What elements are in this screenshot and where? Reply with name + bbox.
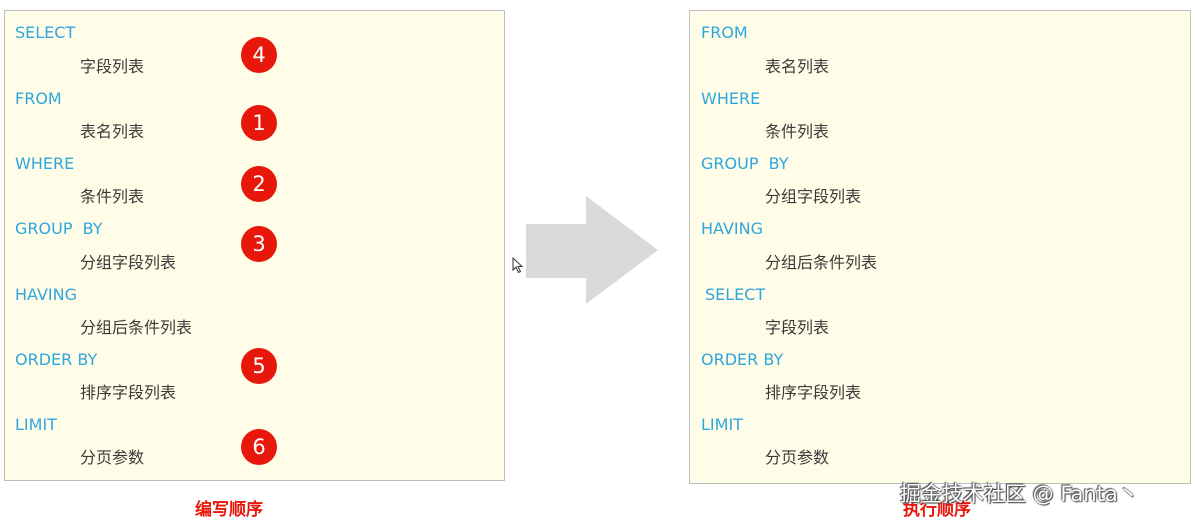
- writing-keyword-where: WHERE: [15, 154, 75, 173]
- writing-item-group-condition-list: 分组后条件列表: [80, 318, 193, 337]
- execution-keyword-from: FROM: [701, 23, 748, 42]
- order-badge: 5: [241, 348, 277, 384]
- order-badge: 4: [241, 37, 277, 73]
- execution-keyword-limit: LIMIT: [701, 415, 743, 434]
- order-badge: 3: [241, 226, 277, 262]
- order-badge: 2: [241, 166, 277, 202]
- writing-order-caption: 编写顺序: [195, 500, 263, 520]
- writing-item-page-params: 分页参数: [80, 448, 145, 467]
- execution-order-panel: FROM 表名列表 WHERE 条件列表 GROUP BY 分组字段列表 HAV…: [689, 10, 1191, 484]
- writing-keyword-group-by: GROUP BY: [15, 219, 103, 238]
- execution-item-page-params: 分页参数: [765, 448, 830, 467]
- writing-keyword-order-by: ORDER BY: [15, 350, 98, 369]
- execution-order-caption: 执行顺序: [903, 500, 971, 520]
- execution-item-table-list: 表名列表: [765, 57, 830, 76]
- execution-item-condition-list: 条件列表: [765, 122, 830, 141]
- execution-keyword-group-by: GROUP BY: [701, 154, 789, 173]
- order-badge: 1: [241, 105, 277, 141]
- execution-item-group-field-list: 分组字段列表: [765, 187, 862, 206]
- writing-keyword-select: SELECT: [15, 23, 76, 42]
- execution-item-field-list: 字段列表: [765, 318, 830, 337]
- execution-keyword-select: SELECT: [705, 285, 766, 304]
- execution-keyword-where: WHERE: [701, 89, 761, 108]
- writing-keyword-limit: LIMIT: [15, 415, 57, 434]
- execution-keyword-order-by: ORDER BY: [701, 350, 784, 369]
- writing-item-condition-list: 条件列表: [80, 187, 145, 206]
- writing-order-panel: SELECT 字段列表 4 FROM 表名列表 1 WHERE 条件列表 2 G…: [4, 10, 505, 481]
- writing-keyword-having: HAVING: [15, 285, 77, 304]
- order-badge: 6: [241, 429, 277, 465]
- execution-keyword-having: HAVING: [701, 219, 763, 238]
- watermark: 掘金技术社区 @ Fanta丶: [900, 482, 1139, 506]
- right-arrow-icon: [526, 196, 658, 304]
- writing-item-table-list: 表名列表: [80, 122, 145, 141]
- writing-item-sort-field-list: 排序字段列表: [80, 383, 177, 402]
- mouse-cursor-icon: [512, 257, 524, 274]
- writing-item-field-list: 字段列表: [80, 57, 145, 76]
- writing-item-group-field-list: 分组字段列表: [80, 253, 177, 272]
- writing-keyword-from: FROM: [15, 89, 62, 108]
- execution-item-group-condition-list: 分组后条件列表: [765, 253, 878, 272]
- execution-item-sort-field-list: 排序字段列表: [765, 383, 862, 402]
